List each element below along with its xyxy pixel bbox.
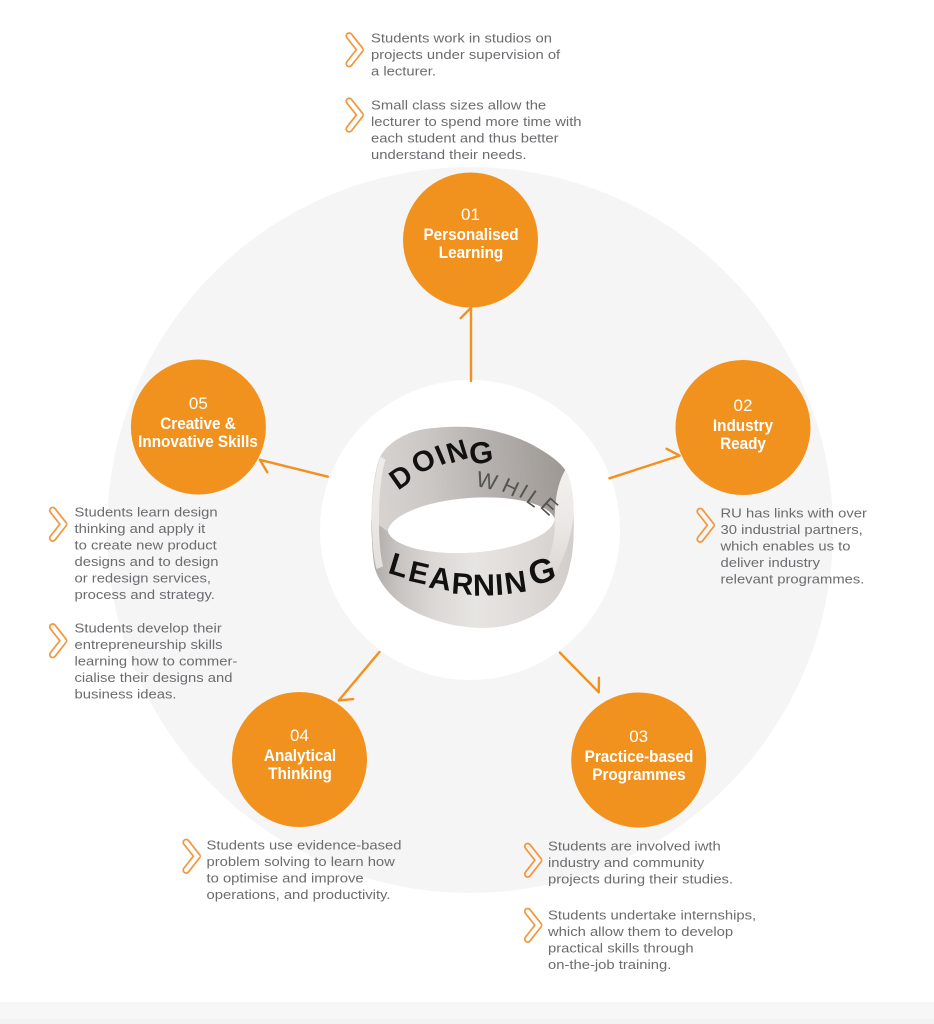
svg-text:I: I: [494, 569, 505, 603]
svg-text:N: N: [502, 564, 529, 601]
svg-text:G: G: [467, 435, 495, 472]
svg-text:R: R: [451, 568, 475, 602]
svg-text:A: A: [427, 560, 455, 598]
svg-text:N: N: [473, 568, 496, 602]
